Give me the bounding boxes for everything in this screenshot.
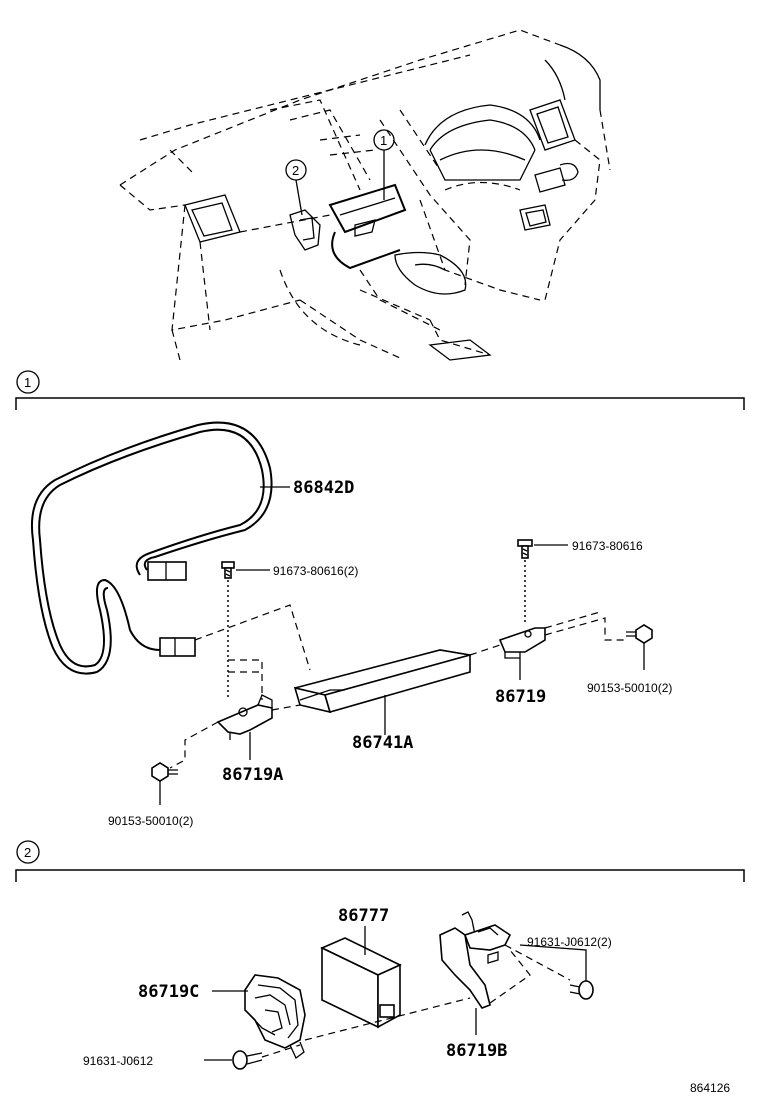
dashboard-overview: 1 2 — [119, 29, 611, 361]
sensor-box-86777 — [320, 937, 402, 1029]
label-86777: 86777 — [338, 906, 389, 926]
bolt-91673-80616-left — [221, 561, 235, 579]
label-90153-50010-2-left: 90153-50010(2) — [108, 814, 193, 828]
bracket-86719A — [216, 694, 273, 740]
bracket-86719B — [439, 911, 512, 1009]
label-86719A: 86719A — [222, 765, 283, 785]
label-91631-J0612: 91631-J0612 — [83, 1054, 153, 1068]
nut-90153-50010-left — [151, 762, 178, 782]
section-2-header: 2 — [15, 840, 745, 882]
label-86719C: 86719C — [138, 982, 199, 1002]
label-91673-80616: 91673-80616 — [572, 539, 643, 553]
label-86719B: 86719B — [446, 1041, 507, 1061]
bracket-86719C — [244, 974, 306, 1060]
section-1-number: 1 — [24, 375, 31, 390]
figure-code: 864126 — [690, 1081, 730, 1095]
bolt-91673-80616-right — [517, 539, 533, 559]
section-1-header: 1 — [15, 370, 745, 410]
label-90153-50010-2-right: 90153-50010(2) — [587, 681, 672, 695]
section-1-parts: 86842D 91673-80616(2) 86741A — [31, 421, 672, 828]
bolt-91631-J0612-left — [232, 1050, 263, 1070]
label-86842D: 86842D — [293, 478, 354, 498]
bracket-86719 — [498, 627, 546, 659]
nut-90153-50010-right — [626, 624, 653, 644]
label-86719: 86719 — [495, 687, 546, 707]
wire-harness-86842D — [38, 428, 265, 668]
overview-callout-2: 2 — [292, 163, 299, 178]
connector-lower — [159, 637, 196, 657]
bolt-91631-J0612-right — [569, 980, 594, 1000]
label-91631-J0612-2: 91631-J0612(2) — [527, 935, 612, 949]
connector-upper — [147, 561, 187, 581]
section-2-number: 2 — [24, 845, 31, 860]
label-86741A: 86741A — [352, 733, 413, 753]
airbag-module-86741A — [293, 649, 471, 714]
section-2-parts: 86777 86719C 91631-J0612 — [83, 906, 612, 1070]
overview-callout-1: 1 — [380, 133, 387, 148]
label-91673-80616-2: 91673-80616(2) — [273, 564, 358, 578]
